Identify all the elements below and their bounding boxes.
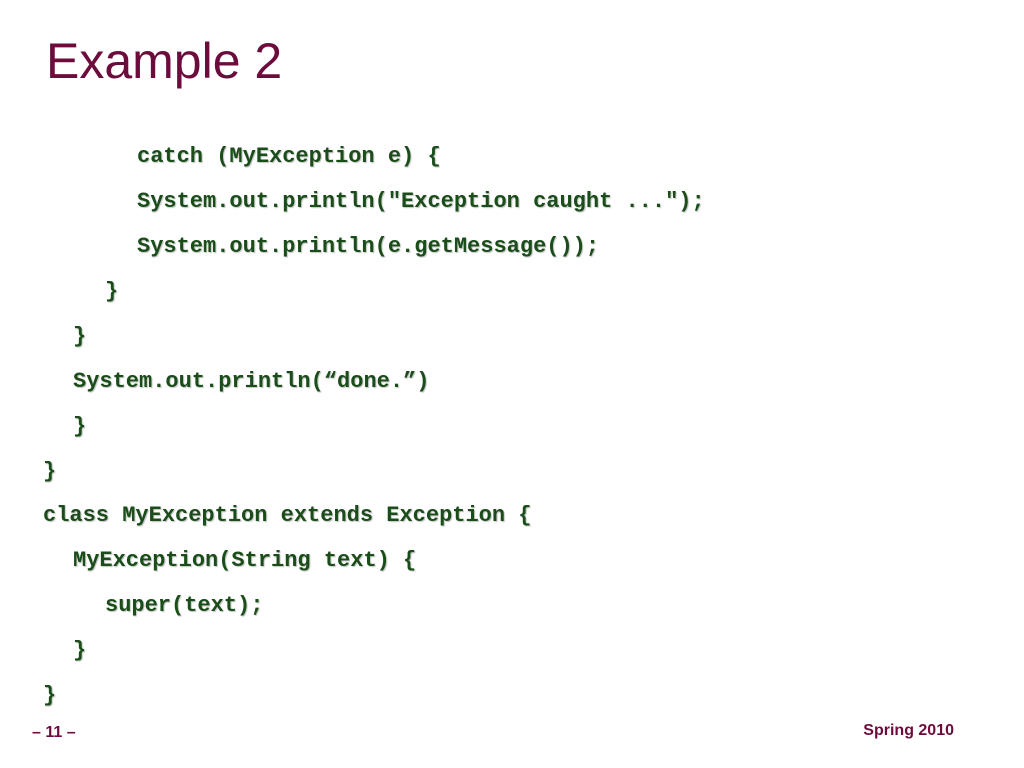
- code-line: }: [43, 459, 57, 484]
- code-line: }: [73, 324, 87, 349]
- code-line: System.out.println("Exception caught ...…: [137, 189, 705, 214]
- code-line: }: [105, 279, 119, 304]
- code-line: }: [73, 638, 87, 663]
- code-line: super(text);: [105, 593, 264, 618]
- footer-term: Spring 2010: [863, 722, 954, 739]
- code-line: }: [43, 683, 57, 708]
- slide-title: Example 2: [46, 33, 283, 89]
- code-line: }: [73, 414, 87, 439]
- code-line: catch (MyException e) {: [137, 144, 441, 169]
- code-line: System.out.println(e.getMessage());: [137, 234, 600, 259]
- code-line: MyException(String text) {: [73, 548, 417, 573]
- footer-page-number: – 11 –: [32, 724, 76, 741]
- code-line: System.out.println(“done.”): [73, 369, 430, 394]
- code-line: class MyException extends Exception {: [43, 503, 532, 528]
